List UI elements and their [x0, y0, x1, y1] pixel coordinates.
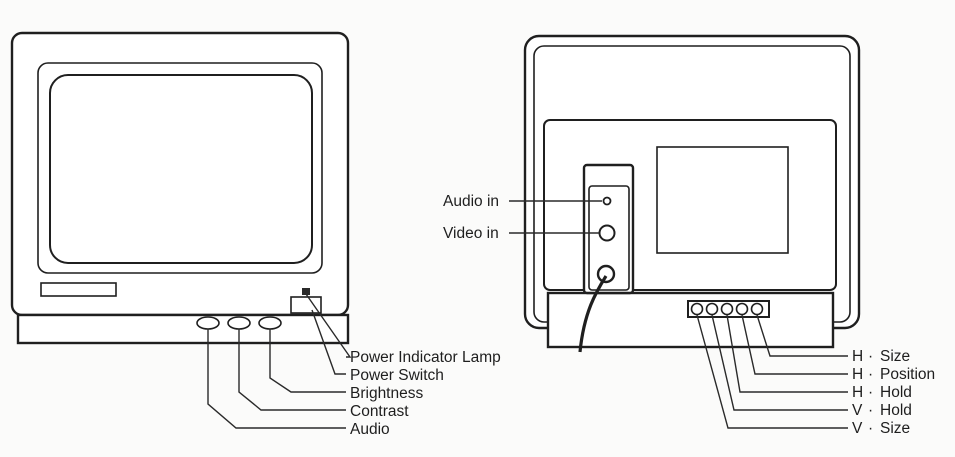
- v-hold-control: [705, 302, 719, 316]
- label-v-size-letter: V: [852, 420, 863, 437]
- label-h-position-letter: H: [852, 366, 863, 383]
- rear-base: [546, 291, 835, 349]
- front-view: Power Indicator Lamp Power Switch Bright…: [10, 31, 501, 438]
- h-size-control: [750, 302, 764, 316]
- label-h-size-sep: ·: [868, 348, 873, 365]
- front-nameplate: [40, 282, 117, 297]
- label-v-hold-letter: V: [852, 402, 863, 419]
- label-h-size-letter: H: [852, 348, 863, 365]
- front-base: [16, 313, 350, 345]
- label-power-switch: Power Switch: [350, 367, 444, 384]
- label-h-position: H · Position: [852, 366, 935, 383]
- label-v-hold-sep: ·: [868, 402, 873, 419]
- leader-h-size: [756, 314, 848, 357]
- front-screen: [49, 74, 313, 264]
- label-v-size-name: Size: [880, 420, 910, 437]
- leader-v-hold: [711, 314, 848, 411]
- label-v-size-sep: ·: [868, 420, 873, 437]
- label-v-hold: V · Hold: [852, 402, 912, 419]
- label-power-indicator-lamp: Power Indicator Lamp: [350, 349, 501, 366]
- front-bezel: [37, 62, 323, 274]
- label-h-size: H · Size: [852, 348, 910, 365]
- leader-audio: [207, 329, 346, 429]
- label-audio: Audio: [350, 421, 390, 438]
- label-video-in: Video in: [443, 225, 499, 242]
- audio-in-jack: [602, 196, 612, 206]
- label-contrast: Contrast: [350, 403, 409, 420]
- leader-h-position: [741, 314, 848, 375]
- leader-v-size: [696, 314, 848, 429]
- power-cord: [578, 275, 608, 353]
- leader-power-switch: [311, 309, 346, 375]
- rear-jack-plate: [588, 185, 630, 291]
- power-cord-socket: [596, 264, 616, 284]
- h-hold-control: [720, 302, 734, 316]
- label-brightness: Brightness: [350, 385, 423, 402]
- label-h-hold: H · Hold: [852, 384, 912, 401]
- leader-power-indicator-lamp: [305, 293, 352, 358]
- label-h-position-sep: ·: [868, 366, 873, 383]
- power-switch-housing: [290, 296, 322, 314]
- v-size-control: [690, 302, 704, 316]
- label-v-size: V · Size: [852, 420, 910, 437]
- rear-view: Audio in Video in H · Size H · Position …: [443, 34, 935, 437]
- label-h-hold-name: Hold: [880, 384, 912, 401]
- leader-brightness: [269, 329, 346, 393]
- rear-jack-box-outer: [582, 163, 635, 295]
- leader-contrast: [238, 329, 346, 411]
- rear-label-plate: [656, 146, 789, 254]
- video-in-jack: [598, 224, 616, 242]
- leader-h-hold: [726, 314, 848, 393]
- label-h-position-name: Position: [880, 366, 935, 383]
- h-position-control: [735, 302, 749, 316]
- label-h-hold-sep: ·: [868, 384, 873, 401]
- rear-cabinet: [523, 34, 861, 330]
- label-h-size-name: Size: [880, 348, 910, 365]
- label-audio-in: Audio in: [443, 193, 499, 210]
- label-v-hold-name: Hold: [880, 402, 912, 419]
- rear-recess-panel: [543, 119, 837, 291]
- adjustment-control-strip: [687, 300, 770, 318]
- power-indicator-lamp: [302, 288, 310, 295]
- label-h-hold-letter: H: [852, 384, 863, 401]
